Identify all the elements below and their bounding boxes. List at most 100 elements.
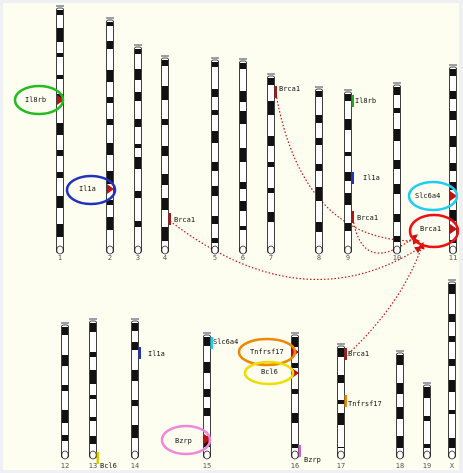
chromosome-label: 19 <box>423 462 431 470</box>
chromosome-label: 15 <box>203 462 211 470</box>
marker-il1a-chr14[interactable]: Il1a <box>139 347 165 359</box>
chromosome-label: 8 <box>317 254 321 262</box>
band <box>450 136 456 147</box>
chromosome-end <box>449 451 455 459</box>
gene-label: Il1a <box>79 185 96 193</box>
band <box>424 444 430 448</box>
band <box>449 284 455 294</box>
locus-bar <box>97 452 100 464</box>
band <box>62 410 68 423</box>
gene-label: Il8rb <box>25 96 46 104</box>
marker-brca1-chr9[interactable]: Brca1 <box>352 211 379 223</box>
band <box>316 115 322 123</box>
band <box>345 119 351 130</box>
band <box>162 146 168 156</box>
band <box>135 49 141 54</box>
chromosome-label: X <box>450 462 455 470</box>
chromosome-label: 2 <box>108 254 112 262</box>
band <box>316 187 322 201</box>
band <box>240 226 246 230</box>
locus-bar <box>352 172 355 184</box>
band <box>316 91 322 97</box>
band <box>212 162 218 171</box>
band <box>394 184 400 194</box>
marker-brca1-chr17[interactable]: Brca1 <box>345 348 370 360</box>
band <box>135 144 141 148</box>
chromosome-14: 14 <box>131 318 139 470</box>
marker-il1a-chr2[interactable]: Il1a <box>67 176 115 204</box>
band <box>292 389 298 394</box>
marker-bzrp-chr16[interactable]: Bzrp <box>299 445 321 464</box>
chromosome-19: 19 <box>423 382 431 470</box>
marker-il8rb-chr9[interactable]: Il8rb <box>352 95 377 107</box>
band <box>132 400 138 406</box>
band <box>338 348 344 357</box>
chromosome-end <box>450 246 456 254</box>
band <box>57 196 63 208</box>
band <box>135 92 141 101</box>
centromere-cap <box>131 318 139 320</box>
band <box>135 221 141 227</box>
marker-il1a-chr9[interactable]: Il1a <box>352 172 380 184</box>
chromosome-end <box>316 246 322 254</box>
band <box>135 157 141 169</box>
chromosome-2: 2 <box>106 17 114 262</box>
band <box>394 129 400 141</box>
band <box>240 111 246 124</box>
chromosome-end <box>240 246 246 254</box>
marker-bcl6-chr13[interactable]: Bcl6 <box>97 452 117 470</box>
band <box>449 314 455 322</box>
band <box>450 91 456 99</box>
chromosome-13: 13 <box>89 318 97 470</box>
band <box>424 387 430 398</box>
chromosome-label: 14 <box>131 462 139 470</box>
centromere-cap <box>134 44 142 46</box>
gene-label: Brca1 <box>420 225 441 233</box>
band <box>345 152 351 156</box>
band <box>57 53 63 57</box>
band <box>397 383 403 394</box>
chromosome-end <box>345 246 351 254</box>
marker-brca1-chr4[interactable]: Brca1 <box>169 213 196 225</box>
centromere-cap <box>267 73 275 75</box>
locus-bar <box>299 445 302 457</box>
band <box>107 143 113 155</box>
centromere-cap <box>89 318 97 320</box>
centromere-cap <box>239 58 247 60</box>
band <box>394 108 400 113</box>
marker-tnfrsf17-chr17[interactable]: Tnfrsf17 <box>345 395 382 408</box>
gene-label: Bcl6 <box>261 368 278 376</box>
band <box>57 10 63 15</box>
band <box>132 425 138 438</box>
band <box>107 217 113 230</box>
band <box>162 119 168 125</box>
chromosome-label: 5 <box>213 254 217 262</box>
band <box>450 111 456 120</box>
band <box>424 416 430 421</box>
chromosome-end <box>394 246 400 254</box>
centromere-cap <box>315 86 323 88</box>
marker-brca1-chr11[interactable]: Brca1 <box>410 215 458 247</box>
chromosome-x: X <box>448 279 456 470</box>
band <box>62 355 68 366</box>
chromosome-end <box>135 246 141 254</box>
chromosome-label: 11 <box>449 254 457 262</box>
gene-label: Brca1 <box>357 214 378 222</box>
marker-slc6a4-chr15[interactable]: Slc6a4 <box>211 337 239 349</box>
centromere-cap <box>423 382 431 384</box>
band <box>240 63 246 69</box>
chromosome-3: 3 <box>134 44 142 262</box>
band <box>394 236 400 242</box>
band <box>338 447 344 448</box>
locus-bar <box>345 395 348 407</box>
locus-bar <box>345 348 348 360</box>
band <box>90 417 96 421</box>
centromere-cap <box>106 17 114 19</box>
band <box>132 342 138 350</box>
band <box>450 163 456 171</box>
band <box>162 227 168 241</box>
marker-brca1-chr7[interactable]: Brca1 <box>275 85 301 98</box>
band <box>204 337 210 346</box>
